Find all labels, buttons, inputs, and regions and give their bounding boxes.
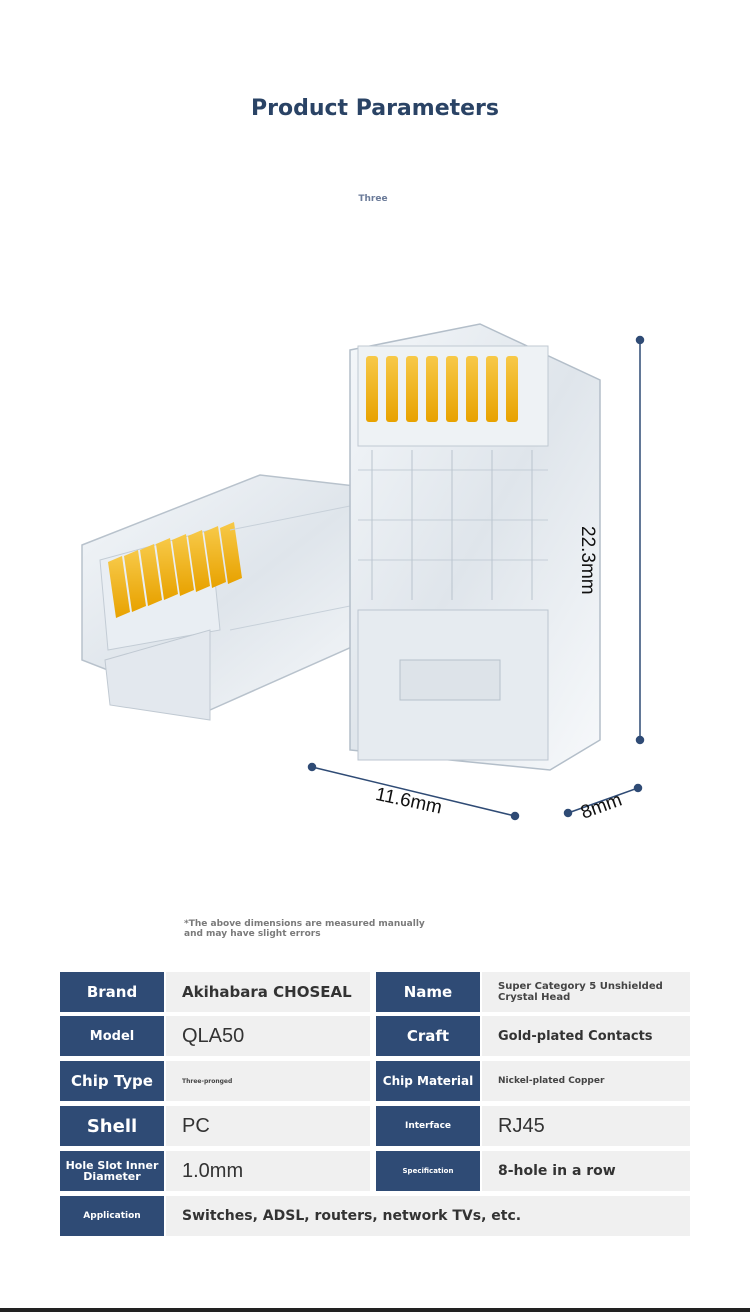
specification-label: Specification — [376, 1151, 480, 1191]
connector-upright — [349, 323, 601, 771]
dimension-lines — [307, 335, 645, 821]
chip-type-label: Chip Type — [60, 1061, 164, 1101]
shell-label: Shell — [60, 1106, 164, 1146]
name-label: Name — [376, 972, 480, 1012]
bottom-divider — [0, 1308, 750, 1312]
measurement-note: *The above dimensions are measured manua… — [184, 919, 425, 939]
table-row: Brand Akihabara CHOSEAL Name Super Categ… — [60, 972, 690, 1012]
name-value: Super Category 5 Unshielded Crystal Head — [482, 972, 690, 1012]
interface-value: RJ45 — [482, 1106, 690, 1146]
brand-label: Brand — [60, 972, 164, 1012]
table-row: Chip Type Three-pronged Chip Material Ni… — [60, 1061, 690, 1101]
table-row: Hole Slot Inner Diameter 1.0mm Specifica… — [60, 1151, 690, 1191]
gold-contacts-left — [108, 522, 242, 618]
model-label: Model — [60, 1016, 164, 1056]
table-row: Model QLA50 Craft Gold-plated Contacts — [60, 1016, 690, 1056]
page-title: Product Parameters — [250, 96, 499, 121]
specification-value: 8-hole in a row — [482, 1151, 690, 1191]
dimension-height-label: 22.3mm — [577, 526, 598, 595]
gold-contacts-right — [366, 356, 518, 422]
hole-slot-label: Hole Slot Inner Diameter — [60, 1151, 164, 1191]
interface-label: Interface — [376, 1106, 480, 1146]
page-subtitle: Three — [358, 194, 388, 204]
application-label: Application — [60, 1196, 164, 1236]
hole-slot-value: 1.0mm — [166, 1151, 370, 1191]
chip-material-value: Nickel-plated Copper — [482, 1061, 690, 1101]
model-value: QLA50 — [166, 1016, 370, 1056]
shell-value: PC — [166, 1106, 370, 1146]
craft-value: Gold-plated Contacts — [482, 1016, 690, 1056]
craft-label: Craft — [376, 1016, 480, 1056]
brand-value: Akihabara CHOSEAL — [166, 972, 370, 1012]
application-value: Switches, ADSL, routers, network TVs, et… — [166, 1196, 690, 1236]
chip-material-label: Chip Material — [376, 1061, 480, 1101]
table-row: Application Switches, ADSL, routers, net… — [60, 1196, 690, 1236]
table-row: Shell PC Interface RJ45 — [60, 1106, 690, 1146]
product-image — [81, 323, 645, 821]
chip-type-value: Three-pronged — [166, 1061, 370, 1101]
connector-lying — [81, 474, 391, 721]
